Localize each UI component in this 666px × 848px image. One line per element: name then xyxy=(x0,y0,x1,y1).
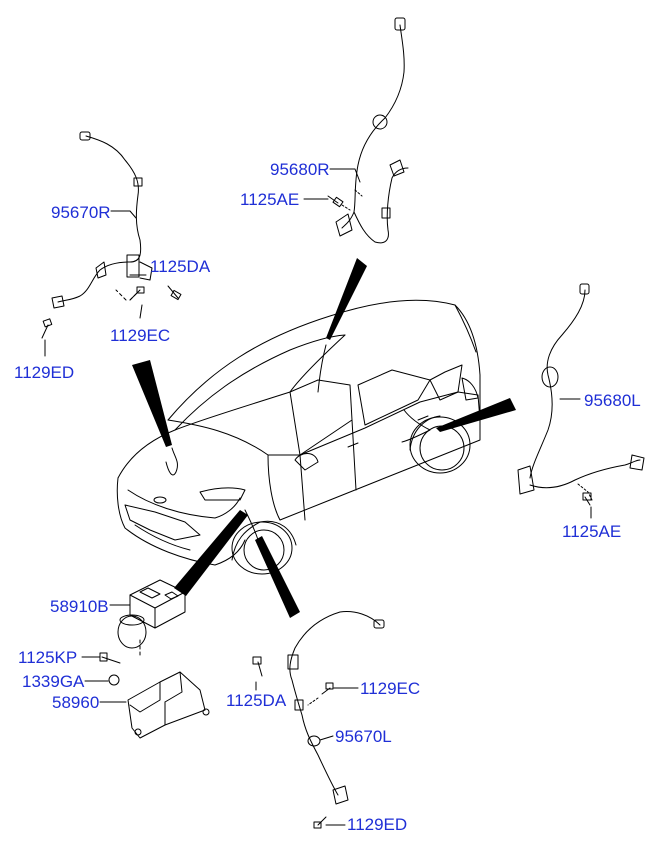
label-58910B: 58910B xyxy=(50,597,109,616)
label-1125AE-top: 1125AE xyxy=(240,190,300,209)
bolt-1125KP xyxy=(99,652,121,664)
sensor-95670L xyxy=(287,611,385,805)
hecu-unit-58910B xyxy=(117,579,186,656)
callout-pointers xyxy=(132,258,516,618)
label-1125DA-bottom: 1125DA xyxy=(226,691,287,710)
bolt-1125DA-left xyxy=(167,285,182,301)
label-1129EC-bottom: 1129EC xyxy=(360,679,421,698)
label-1129ED-left: 1129ED xyxy=(14,363,75,382)
label-1339GA: 1339GA xyxy=(22,672,85,691)
bolt-1129ED-left xyxy=(41,318,53,339)
label-58960: 58960 xyxy=(52,693,100,712)
label-1129EC-left: 1129EC xyxy=(110,326,171,345)
label-1125KP: 1125KP xyxy=(18,648,78,667)
label-95670R: 95670R xyxy=(51,203,111,222)
sensor-95680R xyxy=(335,17,409,244)
bolt-1129ED-bottom xyxy=(313,816,327,829)
label-95680R: 95680R xyxy=(270,160,330,179)
label-1125DA-left: 1125DA xyxy=(150,257,211,276)
label-95670L: 95670L xyxy=(335,727,392,746)
label-1125AE-right: 1125AE xyxy=(562,522,622,541)
bolt-1125AE-top xyxy=(327,195,351,211)
bushing-1339GA xyxy=(108,674,120,686)
label-1129ED-bottom: 1129ED xyxy=(347,815,408,834)
bracket-58960 xyxy=(127,671,210,739)
bolt-1129EC-bottom xyxy=(307,682,334,706)
leader-lines xyxy=(44,168,592,826)
bolt-1125AE-right xyxy=(582,492,592,506)
bolt-1129EC-left xyxy=(129,286,145,301)
car-illustration xyxy=(116,299,481,575)
sensor-95680L xyxy=(517,283,645,501)
label-95680L: 95680L xyxy=(584,391,641,410)
bolt-1125DA-bottom xyxy=(252,656,263,677)
